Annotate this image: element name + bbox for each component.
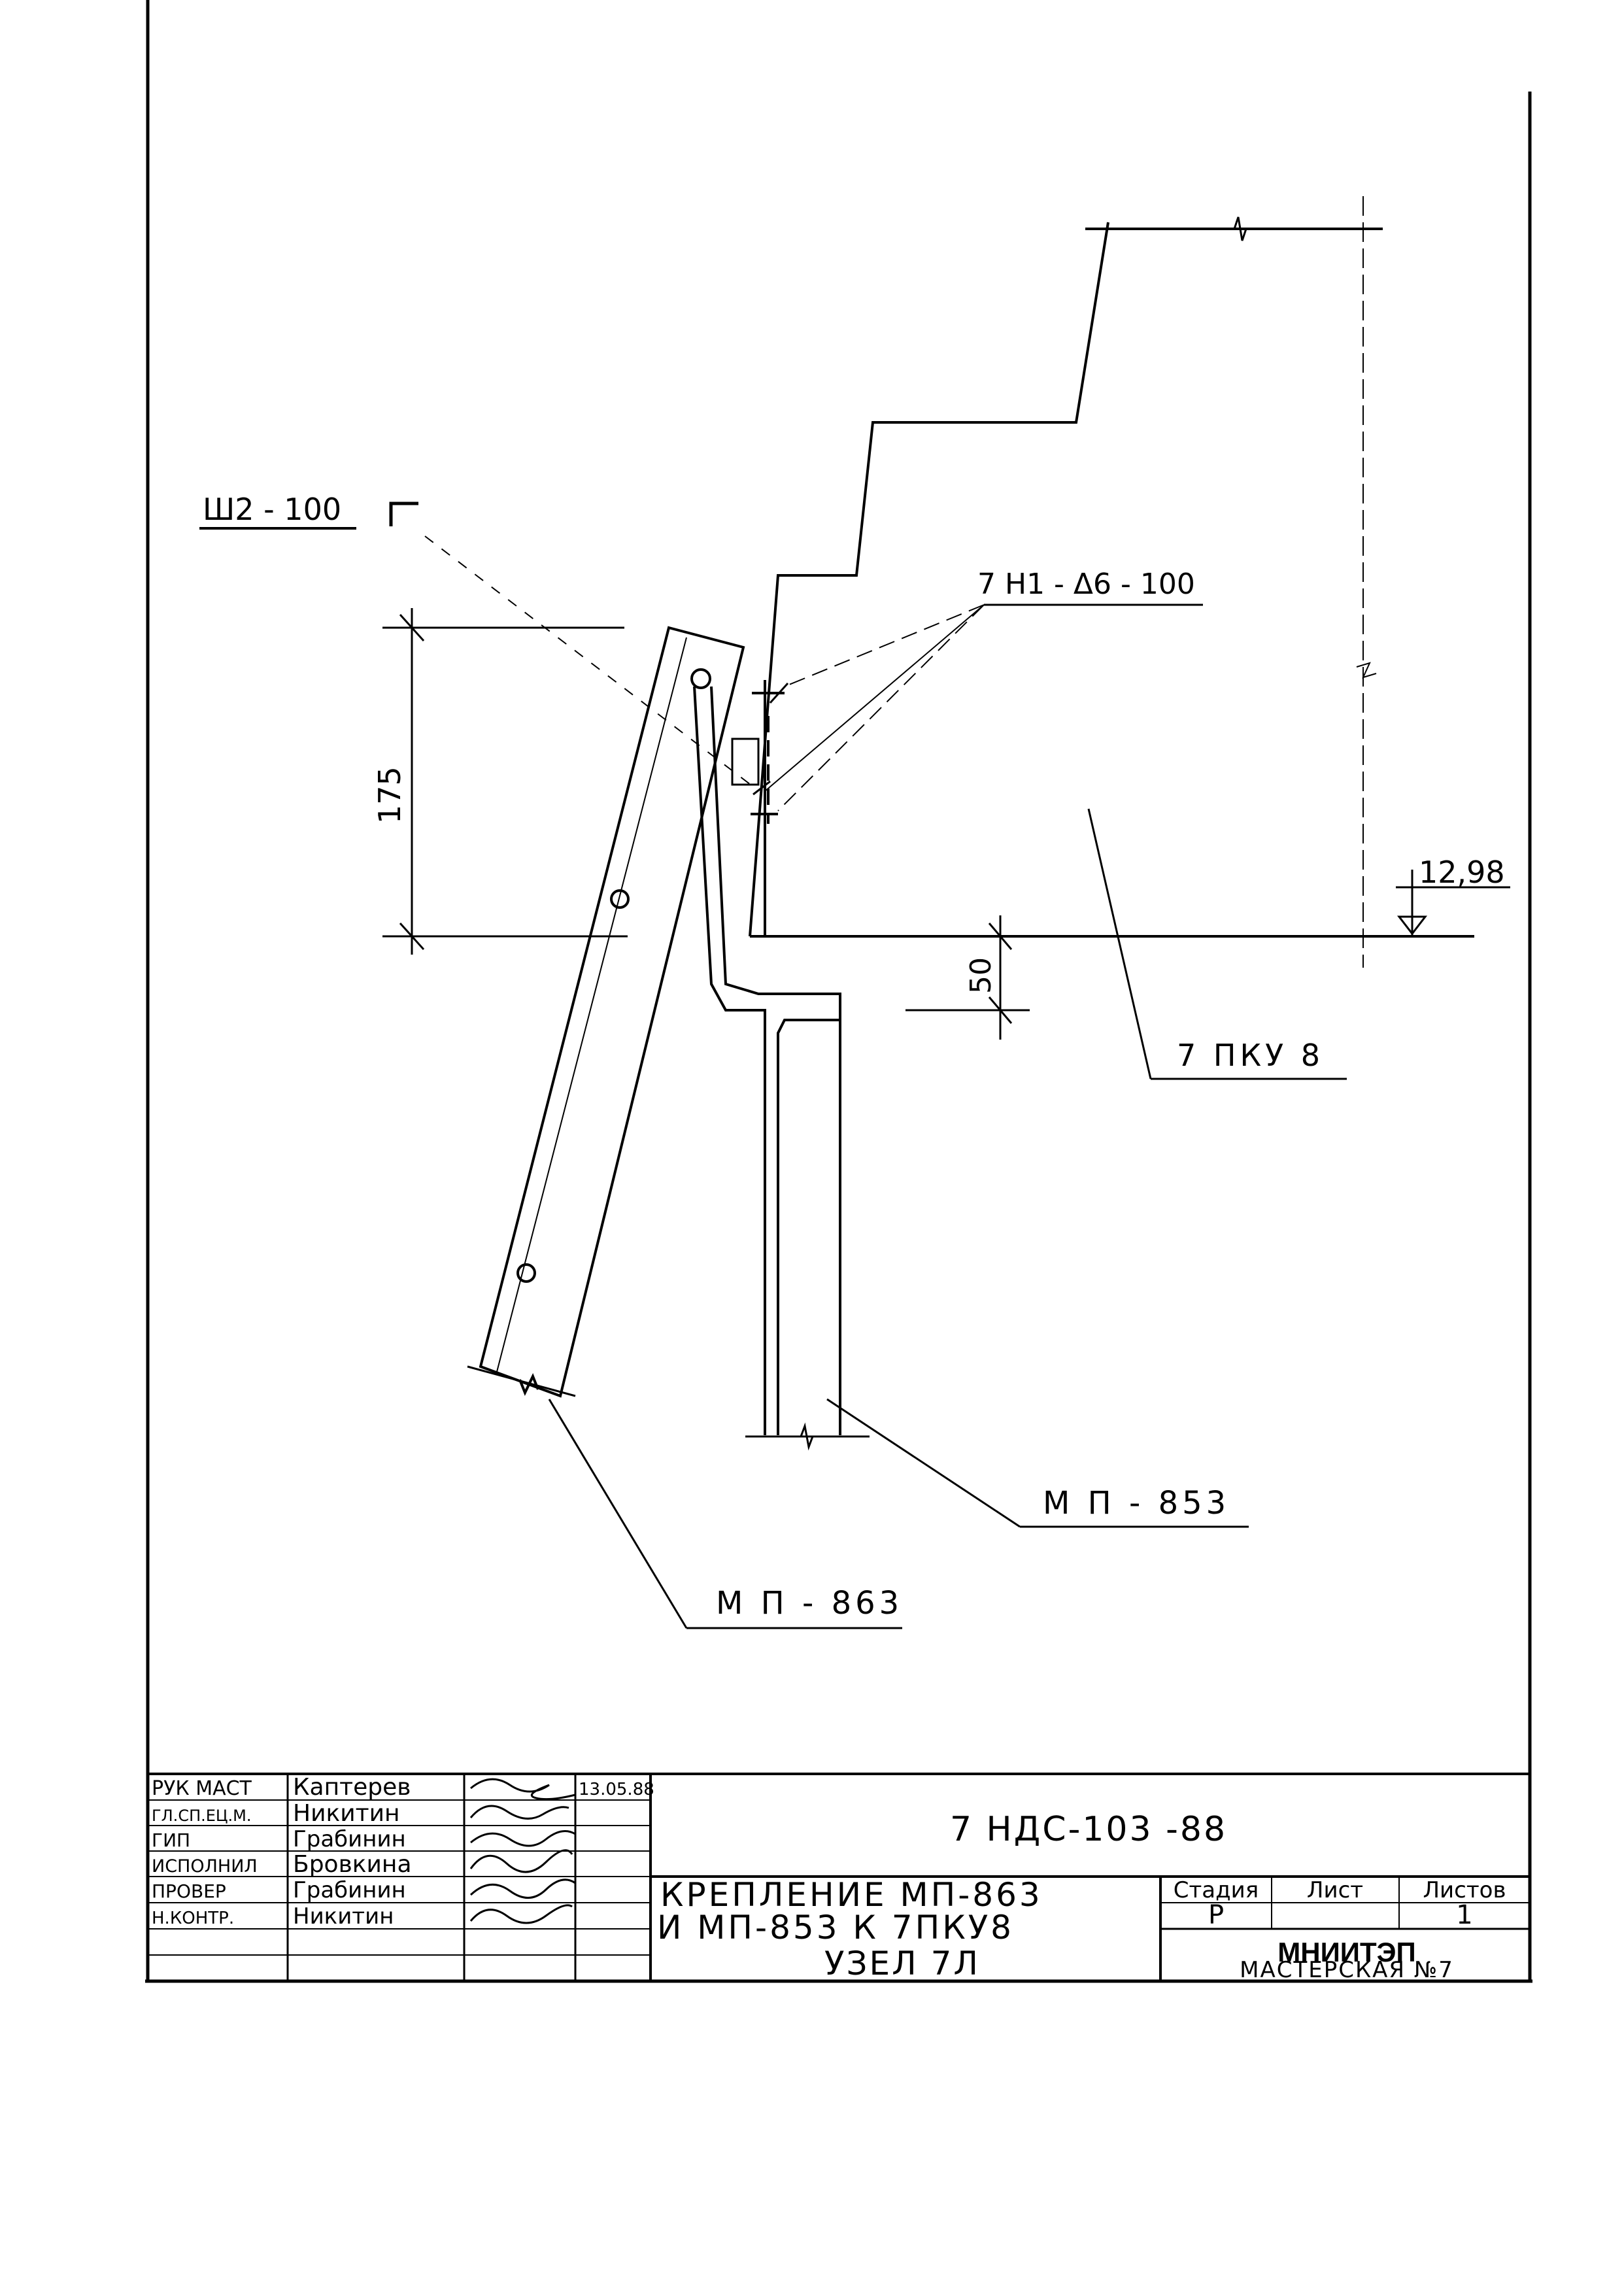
document-code: 7 НДС-103 -88 (950, 1810, 1227, 1849)
row-role-4: ИСПОЛНИЛ (152, 1856, 258, 1877)
sheet-header: Лист (1307, 1877, 1363, 1903)
row-role-2: ГЛ.СП.ЕЦ.М. (152, 1807, 252, 1825)
label-weld: 7 Н1 - Δ6 - 100 (977, 568, 1195, 601)
row-role-6: Н.КОНТР. (152, 1909, 234, 1928)
drawing-title-line2: И МП-853 К 7ПКУ8 (657, 1909, 1014, 1946)
label-shaft: Ш2 - 100 (203, 492, 341, 527)
title-block: РУК МАСТ Каптерев 13.05.88 ГЛ.СП.ЕЦ.М. Н… (148, 1773, 1530, 1983)
row-role-5: ПРОВЕР (152, 1880, 226, 1902)
level-value: 12,98 (1419, 855, 1505, 890)
row-role-1: РУК МАСТ (152, 1777, 252, 1800)
label-7pku8: 7 ПКУ 8 (1177, 1038, 1324, 1073)
level-mark (1393, 870, 1510, 938)
signature-rows: РУК МАСТ Каптерев 13.05.88 ГЛ.СП.ЕЦ.М. Н… (152, 1774, 654, 1930)
row-name-1: Каптерев (293, 1774, 411, 1801)
label-mp853-leader (826, 1398, 1249, 1528)
dimension-50 (905, 915, 1030, 1040)
right-height-dimension (1356, 196, 1377, 968)
dimension-50-value: 50 (964, 957, 998, 994)
row-name-5: Грабинин (293, 1877, 406, 1903)
section-mark-callout (199, 502, 751, 785)
mp853-bottom-break (745, 1422, 870, 1451)
row-name-3: Грабинин (293, 1826, 406, 1852)
mp863-panel (467, 626, 745, 1398)
label-7pku8-leader (1087, 808, 1347, 1080)
panel-7pku8-outline (749, 216, 1474, 938)
signatures (469, 1778, 576, 1924)
row-role-3: ГИП (152, 1829, 190, 1851)
row-date-1: 13.05.88 (579, 1780, 654, 1799)
organization-name: МНИИТЭП (1277, 1937, 1415, 1967)
label-mp863: М П - 863 (716, 1585, 903, 1622)
label-mp863-leader (548, 1399, 902, 1629)
row-name-4: Бровкина (293, 1851, 412, 1878)
sheets-value: 1 (1456, 1900, 1472, 1930)
bolt-hole-top (690, 668, 711, 689)
label-mp853: М П - 853 (1043, 1485, 1230, 1522)
workshop-name: МАСТЕРСКАЯ №7 (1240, 1957, 1454, 1983)
node-name: УЗЕЛ 7Л (824, 1945, 980, 1982)
dimension-175 (382, 608, 628, 955)
sheets-header: Листов (1423, 1877, 1506, 1903)
dimension-175-value: 175 (372, 766, 407, 824)
stage-header: Стадия (1174, 1877, 1259, 1903)
sheet-frame (145, 0, 1532, 1983)
bolt-hole-middle (610, 889, 630, 909)
row-name-6: Никитин (293, 1903, 394, 1930)
weld-leader (764, 604, 1203, 811)
bolt-hole-bottom (516, 1263, 536, 1283)
stage-value: Р (1208, 1900, 1224, 1930)
mp853-bracket (693, 680, 841, 1435)
drawing-title-line1: КРЕПЛЕНИЕ МП-863 (660, 1876, 1043, 1914)
row-name-2: Никитин (293, 1800, 400, 1827)
